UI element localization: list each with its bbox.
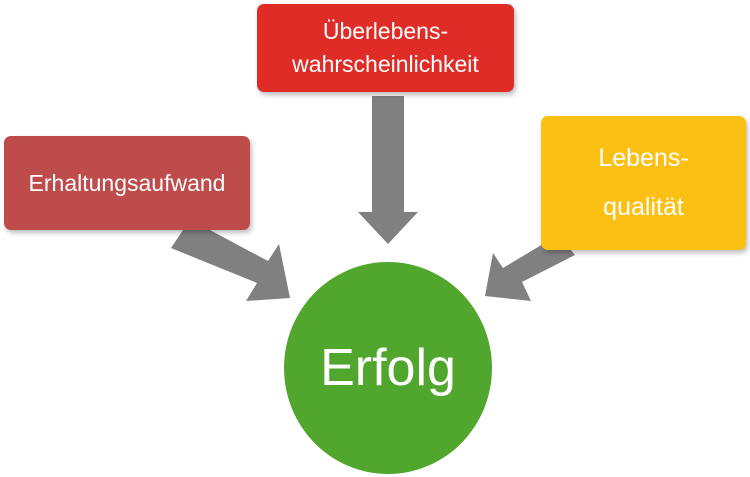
arrow-top-to-center bbox=[358, 96, 418, 244]
node-maintenance-effort-label: Erhaltungsaufwand bbox=[28, 169, 226, 196]
node-survival-probability: Überlebens- wahrscheinlichkeit bbox=[257, 4, 514, 92]
node-success-label: Erfolg bbox=[320, 339, 456, 397]
node-quality-of-life-label: Lebens- qualität bbox=[598, 144, 689, 221]
node-quality-of-life: Lebens- qualität bbox=[541, 116, 746, 250]
arrow-right-to-center bbox=[485, 235, 575, 301]
arrow-left-to-center bbox=[171, 229, 290, 301]
node-maintenance-effort: Erhaltungsaufwand bbox=[4, 136, 250, 230]
node-success: Erfolg bbox=[284, 262, 492, 474]
node-survival-probability-label: Überlebens- wahrscheinlichkeit bbox=[292, 18, 479, 77]
